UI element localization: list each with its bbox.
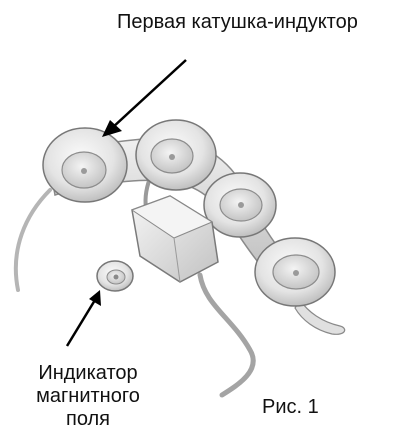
coil-pad-1 (43, 128, 127, 202)
indicator-label-line-1: Индикатор (0, 362, 176, 385)
first-coil-label: Первая катушка-индуктор (117, 11, 358, 34)
figure-caption: Рис. 1 (262, 396, 319, 419)
power-cable (200, 275, 253, 395)
cable-tail (16, 190, 50, 290)
indicator-label: Индикатор магнитного поля (0, 362, 176, 431)
indicator-label-line-3: поля (0, 408, 176, 431)
indicator-label-line-2: магнитного (0, 385, 176, 408)
coil-pad-2 (136, 120, 216, 190)
coil-pad-4 (255, 238, 345, 334)
coil-pad-3 (204, 173, 276, 237)
field-indicator (97, 261, 133, 291)
arrow-indicator (67, 290, 101, 346)
